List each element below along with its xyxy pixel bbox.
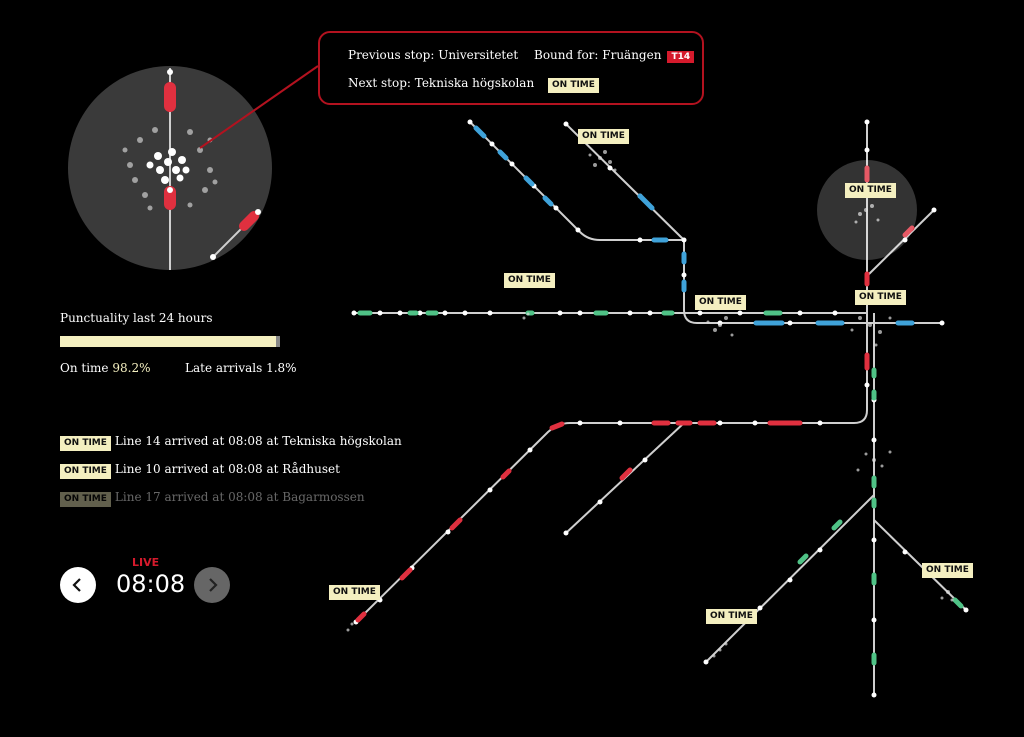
bound-for: Bound for: Fruängen T14: [534, 48, 695, 63]
previous-button[interactable]: [60, 567, 96, 603]
clock-time: 08:08: [116, 570, 186, 598]
punctuality-bar: [60, 336, 280, 347]
map-status-badge: ON TIME: [855, 290, 906, 305]
event-badge: ON TIME: [60, 436, 111, 451]
event-badge: ON TIME: [60, 464, 111, 479]
live-label: LIVE: [132, 556, 160, 569]
station-highlight: [817, 160, 917, 260]
map-status-badge: ON TIME: [706, 609, 757, 624]
map-status-badge: ON TIME: [695, 295, 746, 310]
chevron-right-icon: [209, 578, 218, 592]
chevron-left-icon: [72, 578, 81, 592]
map-status-badge: ON TIME: [504, 273, 555, 288]
bound-for-text: Bound for: Fruängen: [534, 48, 662, 62]
on-time-value: 98.2%: [112, 361, 151, 375]
event-text: Line 17 arrived at 08:08 at Bagarmossen: [114, 490, 365, 504]
map-status-badge: ON TIME: [922, 563, 973, 578]
event-badge: ON TIME: [60, 492, 111, 507]
late-value: 1.8%: [266, 361, 297, 375]
callout-line: [199, 65, 319, 149]
train-info-box: Previous stop: Universitetet Bound for: …: [318, 31, 704, 105]
event-text: Line 10 arrived at 08:08 at Rådhuset: [114, 462, 340, 476]
punctuality-title: Punctuality last 24 hours: [60, 311, 213, 325]
map-status-badge: ON TIME: [845, 183, 896, 198]
on-time-stat: On time 98.2%: [60, 361, 150, 375]
line-badge: T14: [667, 51, 695, 63]
next-button[interactable]: [194, 567, 230, 603]
late-label: Late arrivals: [185, 361, 263, 375]
map-status-badge: ON TIME: [578, 129, 629, 144]
map-status-badge: ON TIME: [329, 585, 380, 600]
arrival-clusters: [346, 150, 954, 658]
on-time-label: On time: [60, 361, 109, 375]
event-text: Line 14 arrived at 08:08 at Tekniska hög…: [114, 434, 402, 448]
trains: [355, 125, 964, 666]
next-stop-text: Next stop: Tekniska högskolan: [348, 76, 535, 90]
late-fill: [276, 336, 280, 347]
status-badge: ON TIME: [548, 78, 599, 93]
previous-stop: Previous stop: Universitetet: [348, 48, 519, 62]
magnifier-content: [122, 68, 261, 270]
next-stop: Next stop: Tekniska högskolan ON TIME: [348, 76, 599, 93]
late-stat: Late arrivals 1.8%: [185, 361, 297, 375]
